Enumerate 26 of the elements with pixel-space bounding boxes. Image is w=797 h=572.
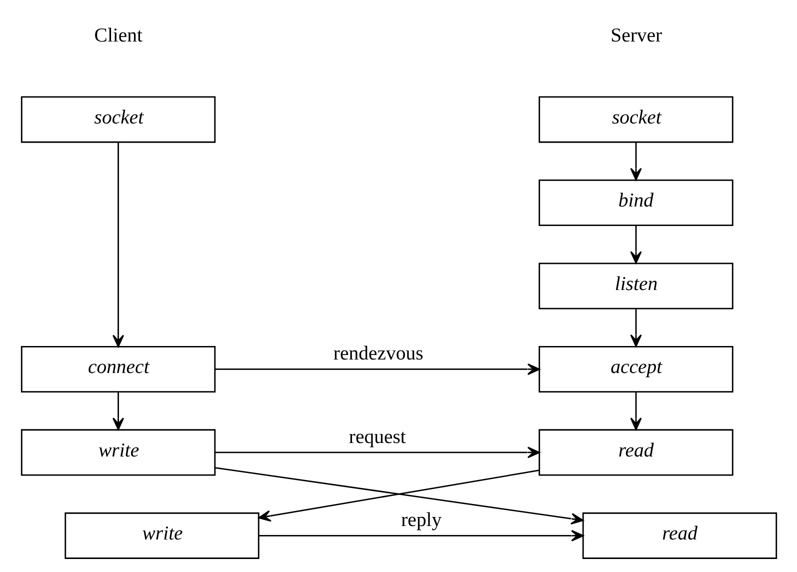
node-box: read bbox=[538, 429, 733, 476]
node-box: bind bbox=[538, 180, 733, 226]
node-box: write bbox=[20, 429, 216, 476]
node-box: connect bbox=[20, 346, 216, 392]
node-box: read bbox=[582, 512, 777, 559]
arrow bbox=[214, 467, 584, 525]
node-box: accept bbox=[538, 346, 733, 392]
edge-label: request bbox=[348, 426, 406, 448]
node-box: socket bbox=[20, 96, 216, 143]
arrow bbox=[630, 308, 642, 347]
arrow bbox=[112, 392, 124, 430]
node-box: write bbox=[64, 512, 259, 559]
arrow bbox=[112, 142, 124, 348]
arrow bbox=[630, 392, 642, 430]
label: Client bbox=[94, 24, 142, 47]
arrow bbox=[214, 363, 540, 376]
arrow bbox=[630, 226, 642, 264]
arrow bbox=[258, 470, 539, 522]
node-box: listen bbox=[538, 262, 733, 310]
arrow bbox=[258, 530, 584, 542]
edge-label: rendezvous bbox=[332, 342, 423, 365]
node-box: socket bbox=[538, 96, 733, 143]
edge-label: reply bbox=[400, 509, 442, 532]
arrow bbox=[214, 446, 540, 458]
label: Server bbox=[610, 24, 662, 47]
arrow bbox=[630, 142, 642, 180]
